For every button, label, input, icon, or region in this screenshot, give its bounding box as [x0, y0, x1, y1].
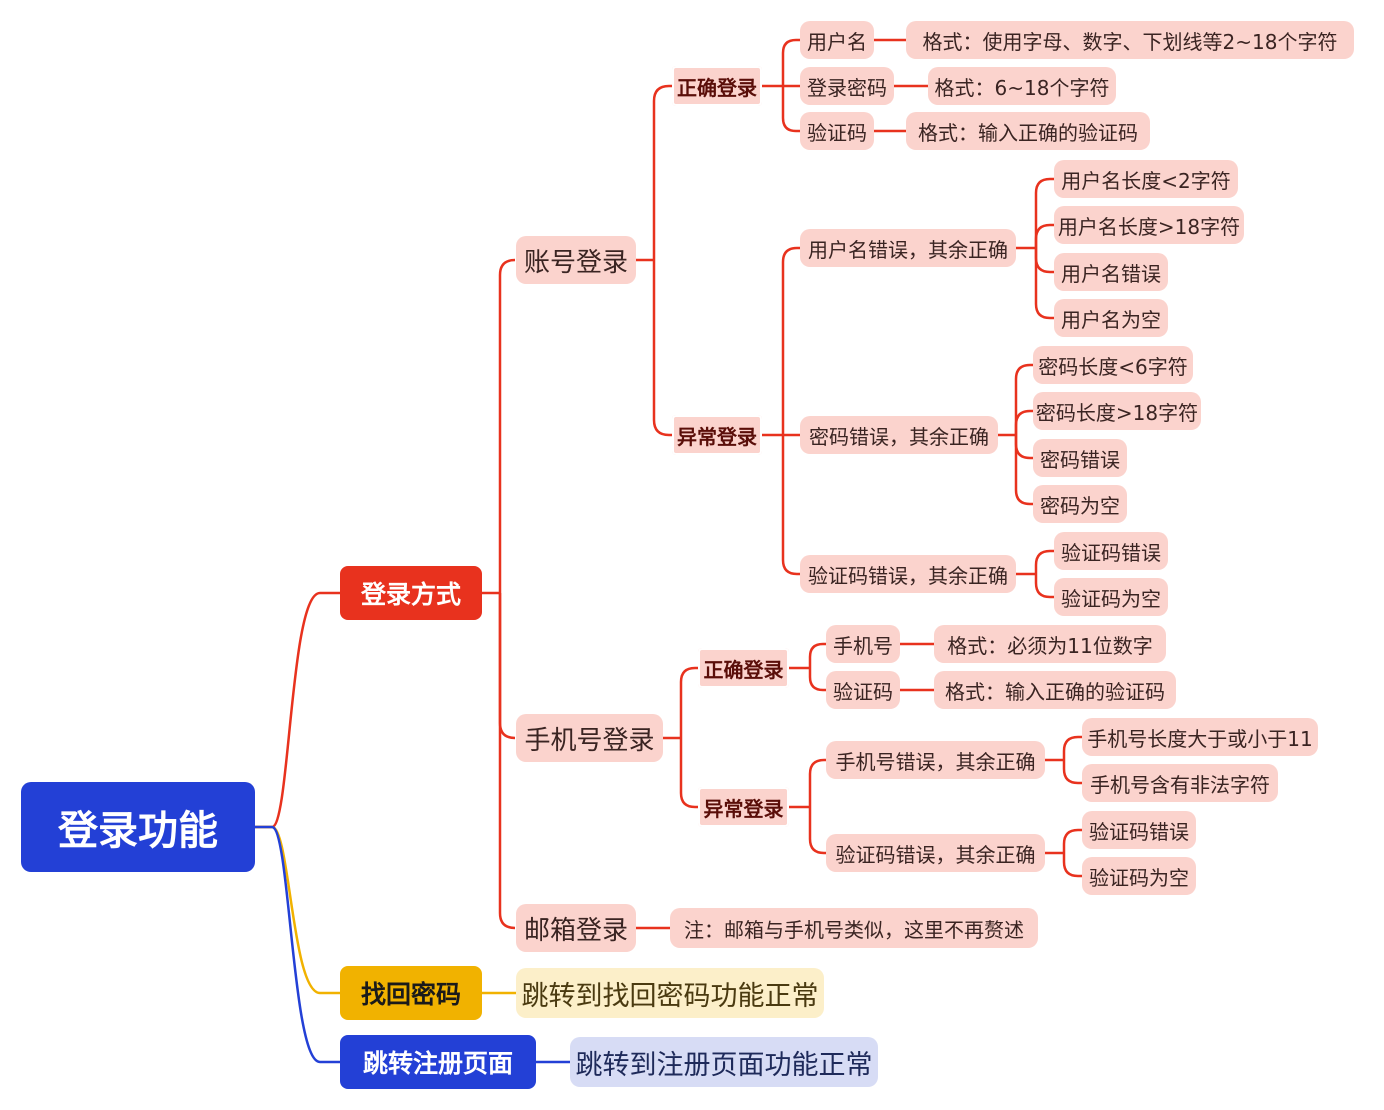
username-error-item[interactable]: 用户名为空	[1054, 299, 1168, 337]
password-error-node[interactable]: 密码错误，其余正确	[800, 416, 998, 454]
phone-captcha-error-item[interactable]: 验证码错误	[1082, 811, 1196, 849]
phone-correct-login-node[interactable]: 正确登录	[698, 648, 789, 688]
password-error-item[interactable]: 密码错误	[1033, 439, 1127, 477]
username-error-item[interactable]: 用户名长度<2字符	[1054, 160, 1238, 198]
captcha-node[interactable]: 验证码	[800, 112, 874, 150]
phone-captcha-format-node[interactable]: 格式：输入正确的验证码	[934, 671, 1176, 709]
register-result-node[interactable]: 跳转到注册页面功能正常	[570, 1037, 878, 1087]
forgot-password-node[interactable]: 找回密码	[340, 966, 482, 1020]
email-note-node[interactable]: 注：邮箱与手机号类似，这里不再赘述	[670, 908, 1038, 948]
forgot-password-result-node[interactable]: 跳转到找回密码功能正常	[516, 968, 824, 1018]
phone-login-node[interactable]: 手机号登录	[516, 714, 663, 762]
password-error-item[interactable]: 密码为空	[1033, 485, 1127, 523]
username-error-item[interactable]: 用户名错误	[1054, 253, 1168, 291]
captcha-format-node[interactable]: 格式：输入正确的验证码	[906, 112, 1150, 150]
phone-format-node[interactable]: 格式：必须为11位数字	[934, 625, 1166, 663]
root-node[interactable]: 登录功能	[21, 782, 255, 872]
phone-node[interactable]: 手机号	[826, 625, 900, 663]
password-node[interactable]: 登录密码	[800, 67, 894, 105]
account-login-node[interactable]: 账号登录	[516, 236, 636, 284]
password-error-item[interactable]: 密码长度>18字符	[1033, 392, 1201, 430]
phone-error-item[interactable]: 手机号含有非法字符	[1082, 764, 1278, 802]
email-login-node[interactable]: 邮箱登录	[516, 904, 636, 952]
password-format-node[interactable]: 格式：6~18个字符	[928, 67, 1116, 105]
phone-error-item[interactable]: 手机号长度大于或小于11	[1082, 718, 1318, 756]
captcha-error-node[interactable]: 验证码错误，其余正确	[800, 555, 1016, 593]
phone-captcha-node[interactable]: 验证码	[826, 671, 900, 709]
username-error-node[interactable]: 用户名错误，其余正确	[800, 229, 1016, 267]
username-node[interactable]: 用户名	[800, 21, 874, 59]
register-node[interactable]: 跳转注册页面	[340, 1035, 536, 1089]
username-format-node[interactable]: 格式：使用字母、数字、下划线等2~18个字符	[906, 21, 1354, 59]
captcha-error-item[interactable]: 验证码为空	[1054, 578, 1168, 616]
username-error-item[interactable]: 用户名长度>18字符	[1054, 206, 1244, 244]
phone-captcha-error-item[interactable]: 验证码为空	[1082, 857, 1196, 895]
phone-abnormal-login-node[interactable]: 异常登录	[698, 787, 789, 827]
account-abnormal-login-node[interactable]: 异常登录	[672, 415, 762, 455]
phone-error-node[interactable]: 手机号错误，其余正确	[826, 741, 1045, 779]
phone-captcha-error-node[interactable]: 验证码错误，其余正确	[826, 834, 1045, 872]
account-correct-login-node[interactable]: 正确登录	[672, 66, 762, 106]
password-error-item[interactable]: 密码长度<6字符	[1033, 346, 1193, 384]
captcha-error-item[interactable]: 验证码错误	[1054, 532, 1168, 570]
login-method-node[interactable]: 登录方式	[340, 566, 482, 620]
